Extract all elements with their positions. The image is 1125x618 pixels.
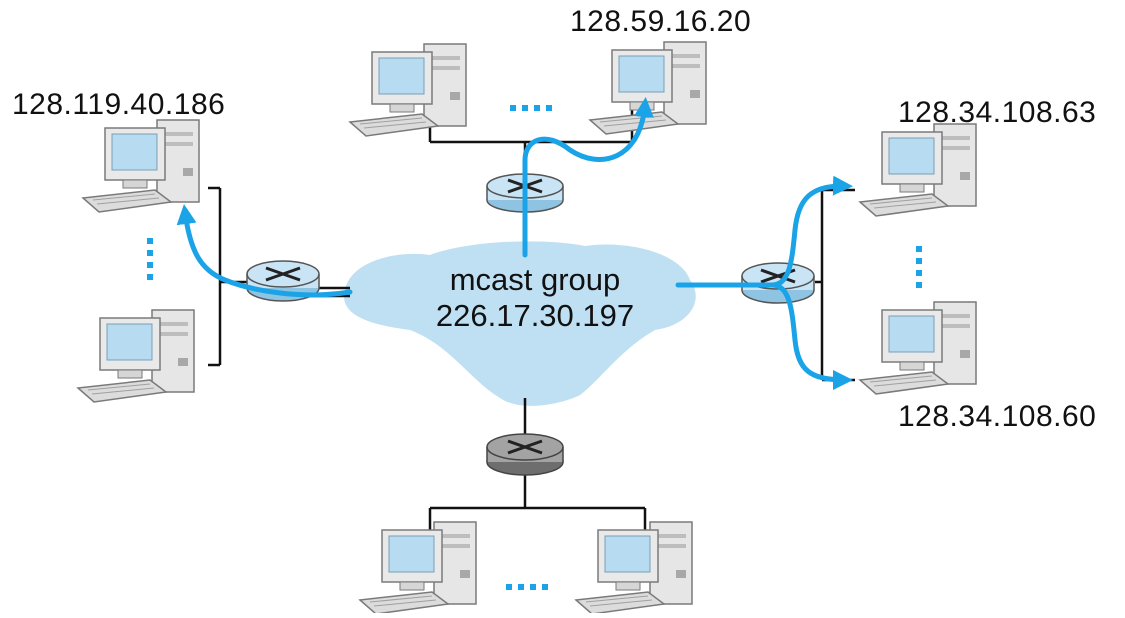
host-bottom-left: [359, 521, 477, 615]
multicast-group-cloud: [344, 241, 696, 406]
ip-label-right-top: 128.34.108.63: [898, 96, 1097, 129]
ip-label-right-bottom: 128.34.108.60: [898, 400, 1097, 433]
host-top-left: [349, 43, 467, 137]
multicast-paths: [176, 97, 853, 390]
host-left-bottom: [77, 309, 195, 403]
ip-label-top-right: 128.59.16.20: [570, 5, 752, 38]
host-left-top: [82, 119, 200, 213]
ip-label-left-top: 128.119.40.186: [12, 88, 226, 121]
host-right-top: [859, 123, 977, 217]
ellipsis-dots: [147, 105, 922, 590]
multicast-group-label: mcast group 226.17.30.197: [395, 262, 675, 334]
router-bottom-icon: [486, 433, 564, 476]
host-bottom-right: [575, 521, 693, 615]
group-name: mcast group: [449, 262, 621, 297]
group-address: 226.17.30.197: [435, 298, 635, 333]
host-right-bottom: [859, 301, 977, 395]
host-top-right: [589, 41, 707, 135]
